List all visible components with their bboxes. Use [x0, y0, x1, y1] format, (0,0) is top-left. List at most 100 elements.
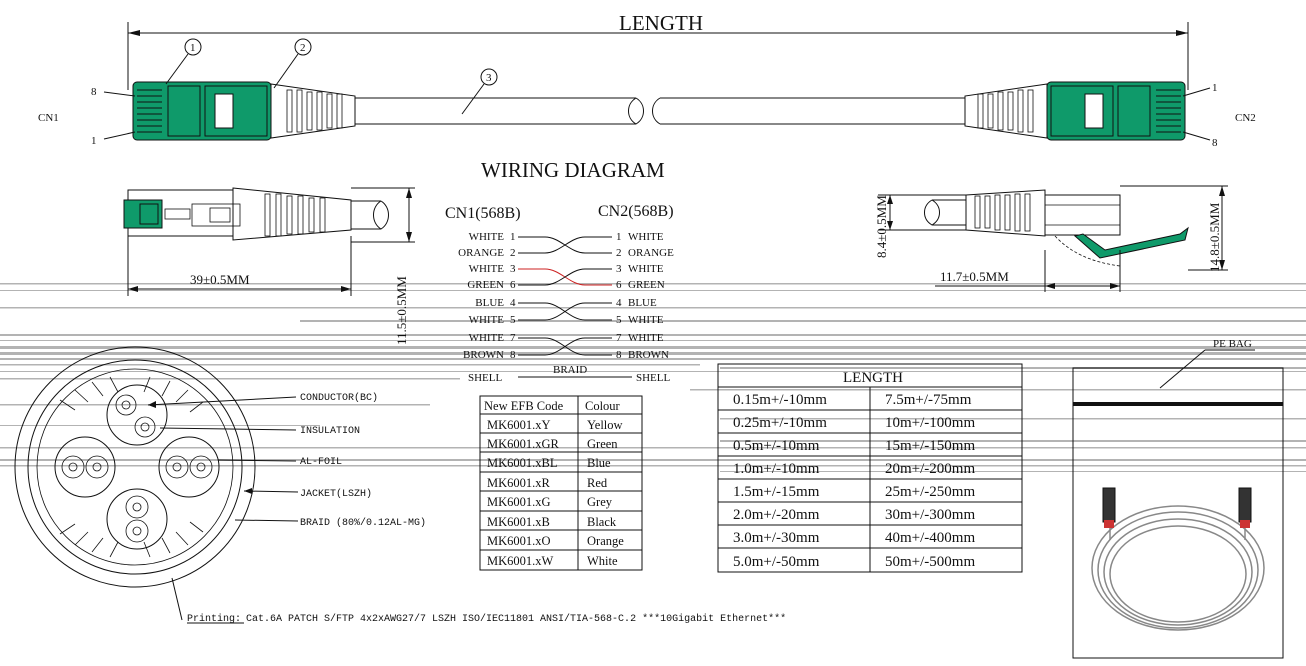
wire-right-1: WHITE — [628, 231, 664, 243]
length-table-row: 2.0m+/-20mm 30m+/-300mm — [733, 507, 975, 523]
svg-text:Yellow: Yellow — [587, 418, 623, 432]
color-table-row: MK6001.xBL Blue — [487, 456, 611, 470]
callout-3: 3 — [461, 68, 498, 115]
shell-label-left: SHELL — [468, 372, 503, 384]
length-table-row: 0.15m+/-10mm 7.5m+/-75mm — [733, 392, 972, 408]
latch-side-view: 8.4±0.5MM 14.8±0.5MM 11.7±0.5MM — [874, 185, 1228, 292]
svg-text:2.0m+/-20mm: 2.0m+/-20mm — [733, 507, 820, 523]
svg-text:1: 1 — [510, 231, 516, 243]
coiled-cable-image — [1091, 500, 1265, 631]
svg-text:MK6001.xR: MK6001.xR — [487, 476, 551, 490]
length-table: LENGTH 0.15m+/-10mm 7.5m+/-75mm 0.25m+/-… — [717, 363, 1023, 573]
svg-text:20m+/-200mm: 20m+/-200mm — [885, 461, 975, 477]
cable-top-view: LENGTH 8 1 CN1 — [38, 11, 1256, 149]
cn2-header: CN2(568B) — [598, 203, 674, 220]
wire-right-3: WHITE — [628, 263, 664, 275]
svg-text:1.5m+/-15mm: 1.5m+/-15mm — [733, 484, 820, 500]
svg-text:MK6001.xB: MK6001.xB — [487, 515, 550, 529]
latch-length-dimension: 11.7±0.5MM — [940, 269, 1009, 284]
cn2-label: CN2 — [1235, 112, 1256, 124]
svg-text:1: 1 — [190, 42, 196, 54]
svg-text:0.5m+/-10mm: 0.5m+/-10mm — [733, 438, 820, 454]
svg-text:MK6001.xY: MK6001.xY — [487, 418, 551, 432]
svg-text:2: 2 — [300, 42, 306, 54]
braid-label: BRAID — [553, 364, 587, 376]
svg-text:Black: Black — [587, 515, 617, 529]
length-table-row: 1.5m+/-15mm 25m+/-250mm — [733, 484, 975, 500]
svg-text:Green: Green — [587, 437, 618, 451]
wire-labels-right: WHITE ORANGE WHITE GREEN BLUE WHITE WHIT… — [628, 231, 674, 361]
side-total-height-dimension: 14.8±0.5MM — [1207, 202, 1222, 272]
pin-numbers-left: 1 2 3 6 4 5 7 8 — [510, 231, 516, 361]
printing-label: Printing: — [187, 613, 241, 625]
svg-text:MK6001.xW: MK6001.xW — [487, 554, 554, 568]
plug-side-view: 11.5±0.5MM 39±0.5MM — [123, 187, 415, 345]
svg-text:3: 3 — [616, 263, 622, 275]
svg-text:0.25m+/-10mm: 0.25m+/-10mm — [733, 415, 827, 431]
color-table-row: MK6001.xY Yellow — [487, 418, 623, 432]
svg-text:MK6001.xO: MK6001.xO — [487, 534, 551, 548]
wire-left-4: GREEN — [467, 279, 504, 291]
pin-label-right-top: 1 — [1212, 82, 1218, 94]
svg-text:3.0m+/-30mm: 3.0m+/-30mm — [733, 530, 820, 546]
svg-text:8: 8 — [616, 349, 622, 361]
cable-body — [355, 97, 965, 125]
svg-text:10m+/-100mm: 10m+/-100mm — [885, 415, 975, 431]
wire-left-7: WHITE — [469, 332, 505, 344]
color-table-row: MK6001.xR Red — [487, 476, 608, 490]
svg-text:3: 3 — [510, 263, 516, 275]
svg-text:White: White — [587, 554, 618, 568]
left-connector: 8 1 CN1 — [38, 81, 356, 147]
svg-text:Orange: Orange — [587, 534, 624, 548]
cn1-header: CN1(568B) — [445, 205, 521, 222]
pe-bag: PE BAG — [1072, 338, 1284, 659]
braid-spec-label: BRAID (80%/0.12AL-MG) — [300, 517, 426, 529]
pin-label-left-bottom: 1 — [91, 135, 97, 147]
svg-text:4: 4 — [510, 297, 516, 309]
svg-text:Red: Red — [587, 476, 608, 490]
wiring-diagram: WIRING DIAGRAM CN1(568B) CN2(568B) WHITE… — [445, 158, 674, 384]
wire-left-1: WHITE — [469, 231, 505, 243]
svg-text:6: 6 — [510, 279, 516, 291]
svg-text:50m+/-500mm: 50m+/-500mm — [885, 554, 975, 570]
svg-text:30m+/-300mm: 30m+/-300mm — [885, 507, 975, 523]
color-table-row: MK6001.xGR Green — [487, 437, 618, 451]
svg-text:40m+/-400mm: 40m+/-400mm — [885, 530, 975, 546]
conductor-label: CONDUCTOR(BC) — [300, 392, 378, 404]
wire-right-8: BROWN — [628, 349, 669, 361]
svg-text:MK6001.xG: MK6001.xG — [487, 495, 551, 509]
wire-right-7: WHITE — [628, 332, 664, 344]
al-foil-label: AL-FOIL — [300, 457, 342, 468]
length-table-title: LENGTH — [843, 370, 903, 386]
svg-text:4: 4 — [616, 297, 622, 309]
color-table: New EFB Code Colour MK6001.xY Yellow MK6… — [479, 395, 643, 571]
svg-text:5: 5 — [616, 314, 622, 326]
length-table-row: 0.5m+/-10mm 15m+/-150mm — [733, 438, 975, 454]
side-height-dimension: 8.4±0.5MM — [874, 195, 889, 258]
length-table-row: 5.0m+/-50mm 50m+/-500mm — [733, 554, 975, 570]
wire-left-8: BROWN — [463, 349, 504, 361]
wire-right-4: GREEN — [628, 279, 665, 291]
plug-height-dimension: 11.5±0.5MM — [394, 276, 409, 345]
svg-text:5: 5 — [510, 314, 516, 326]
color-table-header-colour: Colour — [585, 399, 621, 413]
svg-text:0.15m+/-10mm: 0.15m+/-10mm — [733, 392, 827, 408]
wire-right-2: ORANGE — [628, 247, 674, 259]
callout-1: 1 — [165, 38, 202, 85]
wiring-title: WIRING DIAGRAM — [481, 158, 665, 182]
svg-text:MK6001.xGR: MK6001.xGR — [487, 437, 560, 451]
printing-text: Cat.6A PATCH S/FTP 4x2xAWG27/7 LSZH ISO/… — [246, 613, 786, 625]
callout-2: 2 — [273, 38, 312, 89]
svg-text:Blue: Blue — [587, 456, 611, 470]
svg-text:1: 1 — [616, 231, 622, 243]
wire-right-5: BLUE — [628, 297, 657, 309]
svg-text:3: 3 — [486, 72, 492, 84]
wire-left-6: WHITE — [469, 314, 505, 326]
shell-label-right: SHELL — [636, 372, 671, 384]
plug-length-dimension: 39±0.5MM — [190, 272, 250, 287]
length-table-row: 3.0m+/-30mm 40m+/-400mm — [733, 530, 975, 546]
length-table-row: 0.25m+/-10mm 10m+/-100mm — [733, 415, 975, 431]
svg-text:7: 7 — [510, 332, 516, 344]
printing-note: Printing: Cat.6A PATCH S/FTP 4x2xAWG27/7… — [171, 577, 786, 625]
